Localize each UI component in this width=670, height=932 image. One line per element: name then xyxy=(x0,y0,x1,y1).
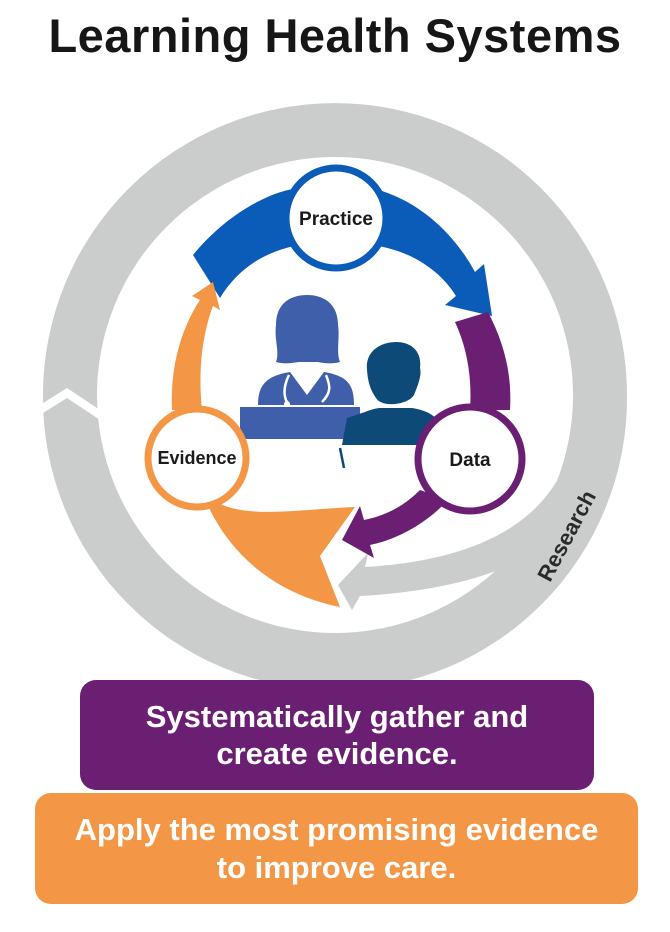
gather-line-2: create evidence. xyxy=(216,736,458,771)
data-label: Data xyxy=(449,450,491,471)
node-practice: Practice xyxy=(282,164,390,272)
research-chevron-notch xyxy=(40,388,100,420)
gather-evidence-box: Systematically gather and create evidenc… xyxy=(80,680,594,790)
node-evidence: Evidence xyxy=(144,405,250,511)
patient-icon xyxy=(338,342,438,469)
practice-label: Practice xyxy=(299,209,373,230)
node-data: Data xyxy=(414,403,526,515)
page-title: Learning Health Systems xyxy=(48,9,622,62)
research-loop: Research xyxy=(40,103,628,690)
evidence-label: Evidence xyxy=(157,448,236,468)
gather-line-1: Systematically gather and xyxy=(145,698,529,734)
practice-arrow-right xyxy=(372,188,492,316)
evidence-to-practice-arrow xyxy=(210,498,355,607)
apply-line-1: Apply the most promising evidence xyxy=(74,812,599,848)
research-ring-gap xyxy=(520,395,573,530)
data-to-evidence-arrow xyxy=(455,312,511,410)
practice-to-data-arrow xyxy=(193,188,300,298)
evidence-arrow-left xyxy=(171,282,220,410)
doctor-icon xyxy=(240,295,360,439)
research-inner-arrow xyxy=(338,430,575,610)
data-arrow-bottom xyxy=(342,490,448,558)
learning-cycle-diagram: Research Practice Evidence Data xyxy=(40,103,628,690)
apply-line-2: to improve care. xyxy=(216,849,457,885)
apply-evidence-box: Apply the most promising evidence to imp… xyxy=(35,793,638,904)
